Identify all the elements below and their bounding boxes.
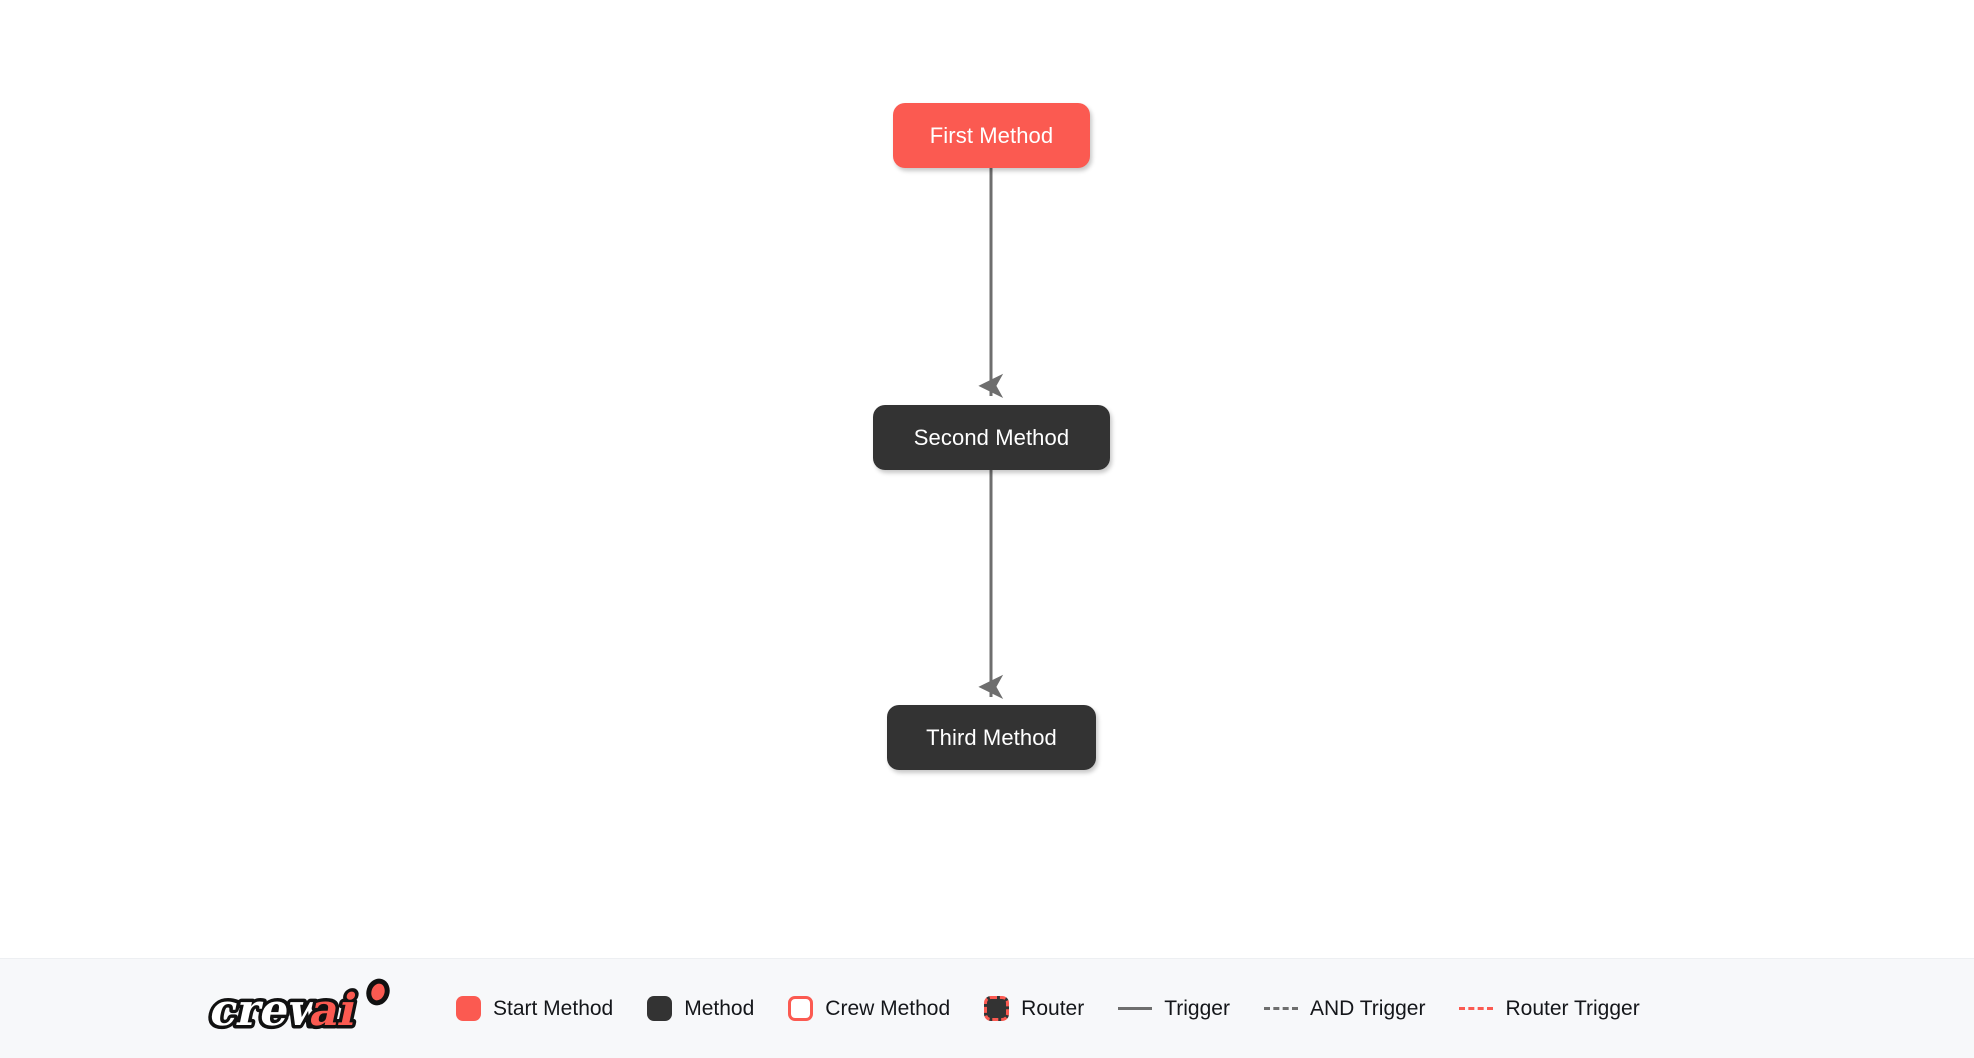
flow-node-label: First Method xyxy=(929,122,1054,148)
legend-item-label: Crew Method xyxy=(825,997,951,1020)
crewai-logo-dot-icon xyxy=(366,978,390,1005)
legend-item-method[interactable]: Method xyxy=(647,996,754,1021)
legend-item-router-trigger[interactable]: Router Trigger xyxy=(1459,997,1640,1020)
flow-node-third-method[interactable]: Third Method xyxy=(887,705,1096,770)
method-swatch-icon xyxy=(647,996,673,1021)
legend-item-start-method[interactable]: Start Method xyxy=(456,996,613,1021)
legend-item-label: Trigger xyxy=(1164,997,1230,1020)
legend-bar: crew ai Start Method Method Crew Method xyxy=(0,958,1974,1058)
trigger-line-icon xyxy=(1118,1007,1153,1010)
flow-node-second-method[interactable]: Second Method xyxy=(873,405,1110,470)
legend-item-crew-method[interactable]: Crew Method xyxy=(788,996,950,1021)
legend-item-label: Router xyxy=(1021,997,1085,1020)
legend-item-label: Router Trigger xyxy=(1505,997,1640,1020)
flow-node-label: Third Method xyxy=(926,724,1057,750)
crewai-logo: crew ai xyxy=(202,978,390,1039)
legend-item-and-trigger[interactable]: AND Trigger xyxy=(1263,997,1426,1020)
router-trigger-line-icon xyxy=(1459,1007,1494,1010)
legend-items-container: crew ai Start Method Method Crew Method xyxy=(196,978,1674,1040)
legend-item-label: Start Method xyxy=(493,997,614,1020)
legend-item-trigger[interactable]: Trigger xyxy=(1118,998,1230,1019)
and-trigger-line-icon xyxy=(1263,1007,1298,1010)
legend-item-label: Method xyxy=(684,997,755,1020)
flow-node-first-method[interactable]: First Method xyxy=(893,103,1090,168)
crewai-logo-accent-text: ai xyxy=(306,984,362,1035)
crewai-logo-primary-text: crew xyxy=(206,984,334,1035)
router-swatch-icon xyxy=(984,996,1010,1021)
legend-item-router[interactable]: Router xyxy=(984,996,1084,1021)
flow-canvas[interactable]: First Method Second Method Third Method xyxy=(0,0,1974,958)
legend-item-label: AND Trigger xyxy=(1309,997,1426,1020)
crew-method-swatch-icon xyxy=(788,996,814,1021)
flow-node-label: Second Method xyxy=(913,424,1070,450)
start-method-swatch-icon xyxy=(456,996,481,1021)
